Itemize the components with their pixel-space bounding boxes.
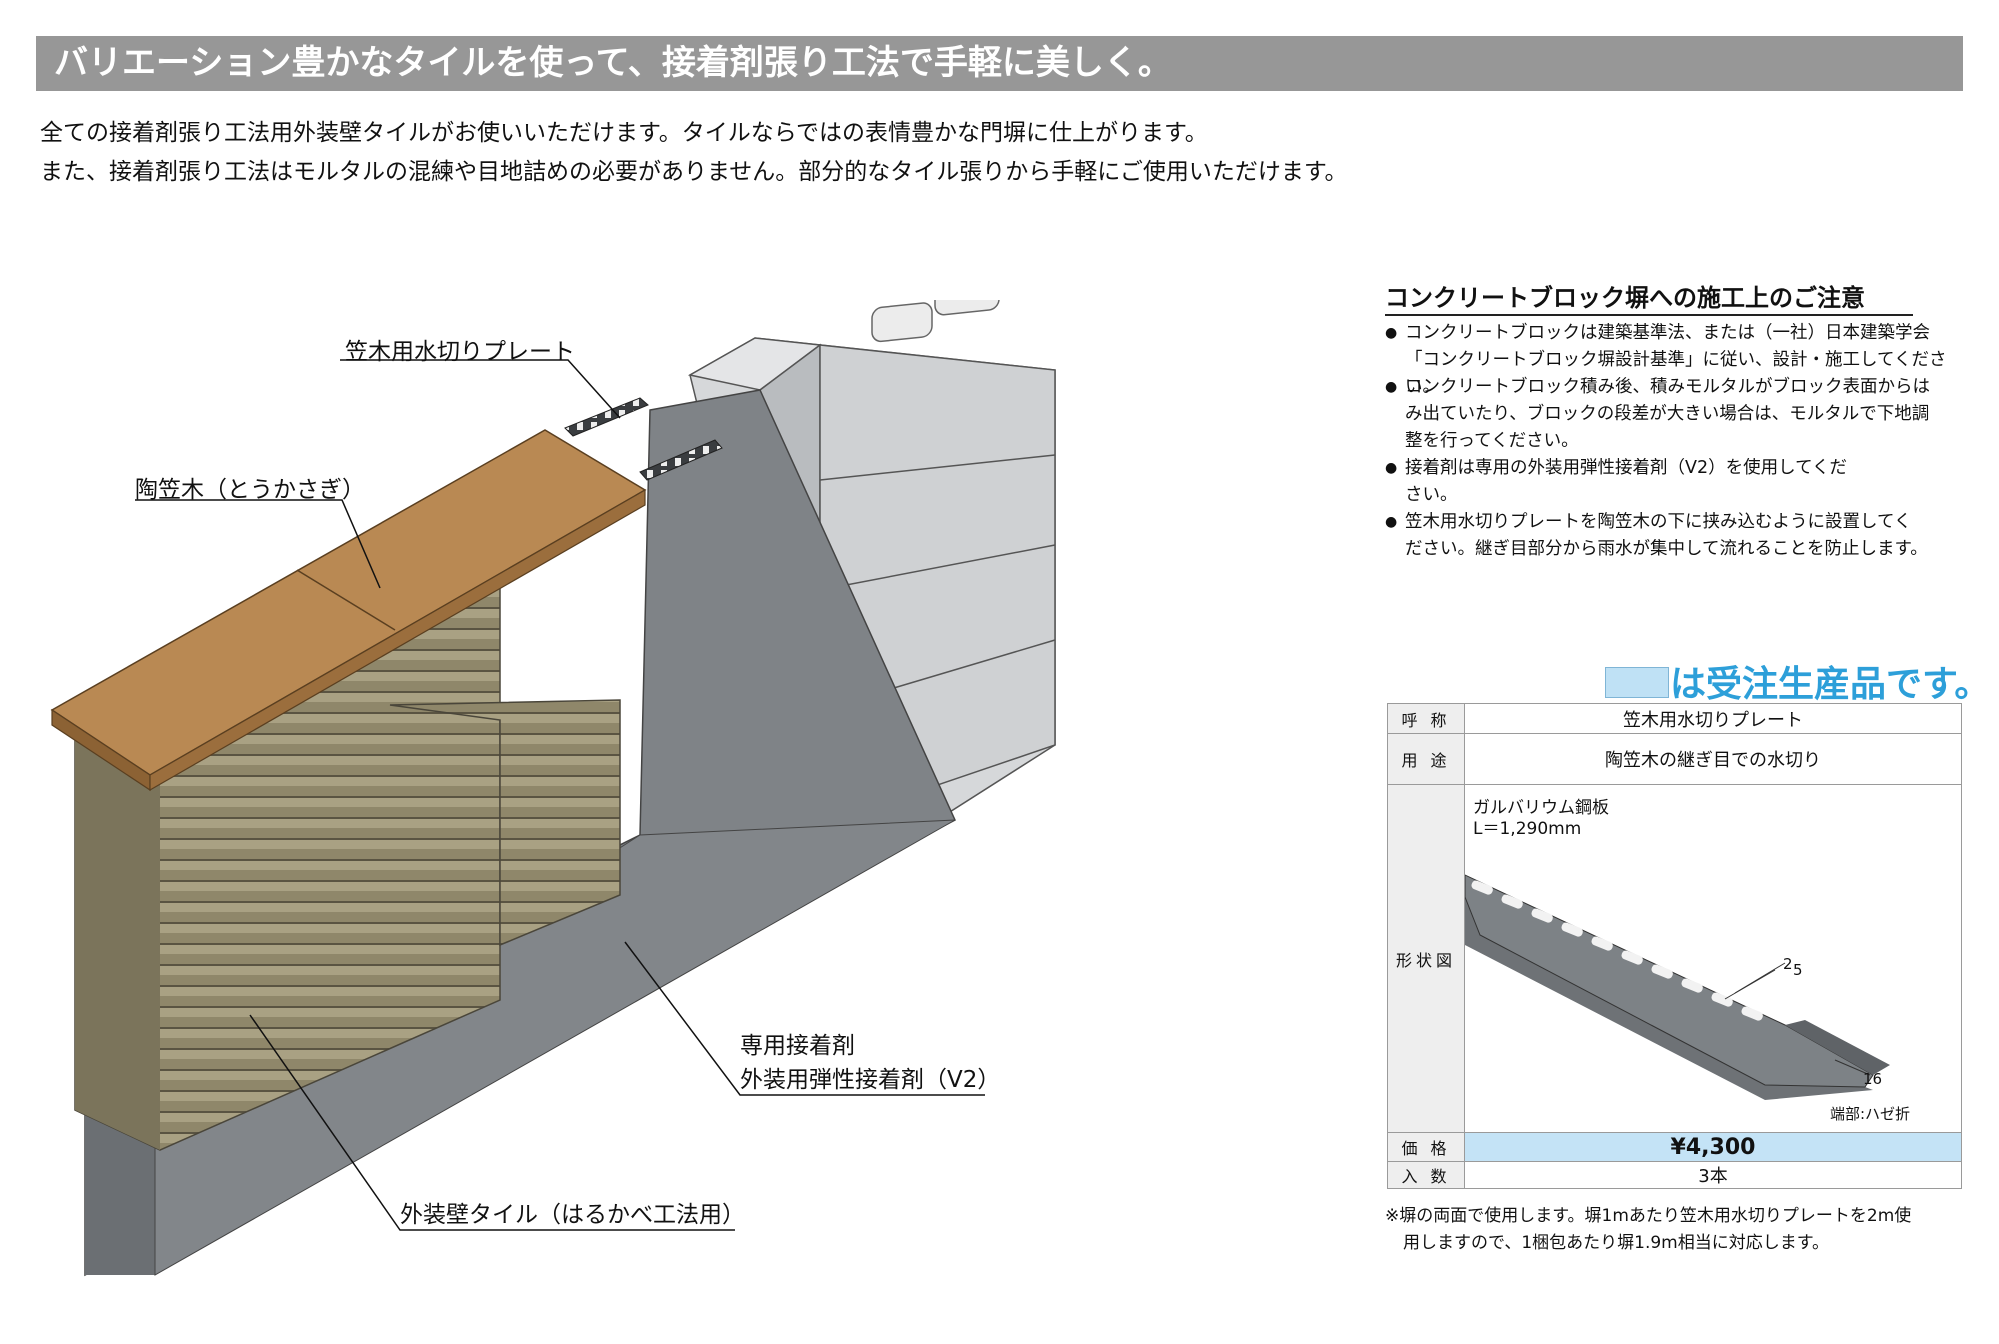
use-label: 用 途 (1387, 733, 1465, 785)
page-title: バリエーション豊かなタイルを使って、接着剤張り工法で手軽に美しく。 (54, 43, 1172, 83)
note-item: ● 接着剤は専用の外装用弾性接着剤（V2）を使用してくだ さい。 (1385, 455, 1965, 509)
header-bar: バリエーション豊かなタイルを使って、接着剤張り工法で手軽に美しく。 (36, 36, 1963, 91)
note-item: ● 笠木用水切りプレートを陶笠木の下に挟み込むように設置してく ださい。継ぎ目部… (1385, 509, 1965, 563)
table-row: 価 格 ¥4,300 (1387, 1132, 1962, 1162)
product-name: 笠木用水切りプレート (1464, 703, 1962, 734)
label-tile: 外装壁タイル（はるかべ工法用） (400, 1202, 745, 1228)
intro-line-2: また、接着剤張り工法はモルタルの混練や目地詰めの必要がありません。部分的なタイル… (40, 159, 1348, 185)
dimension-a: 2 (1783, 955, 1793, 973)
bullet-icon: ● (1385, 379, 1398, 395)
label-adhesive-1: 専用接着剤 (740, 1033, 855, 1059)
note-item: ● コンクリートブロックは建築基準法、または（一社）日本建築学会 「コンクリート… (1385, 320, 1965, 401)
product-use: 陶笠木の継ぎ目での水切り (1464, 733, 1962, 785)
note-item: ● コンクリートブロック積み後、積みモルタルがブロック表面からは み出ていたり、… (1385, 374, 1965, 455)
footnote-line-2: 用しますので、1梱包あたり塀1.9m相当に対応します。 (1403, 1233, 1830, 1253)
quantity-value: 3本 (1464, 1161, 1962, 1189)
table-row: 用 途 陶笠木の継ぎ目での水切り (1387, 733, 1962, 785)
wall-construction-illustration (50, 300, 1056, 1277)
drip-plate-illustration (564, 397, 723, 481)
shape-label: 形状図 (1387, 784, 1465, 1133)
price-label: 価 格 (1387, 1132, 1465, 1162)
label-drip-plate: 笠木用水切りプレート (345, 339, 575, 365)
made-to-order-swatch (1605, 667, 1669, 698)
spec-table: 呼 称 笠木用水切りプレート 用 途 陶笠木の継ぎ目での水切り 形状図 ガルバリ… (1387, 703, 1962, 1189)
name-label: 呼 称 (1387, 703, 1465, 734)
intro-line-1: 全ての接着剤張り工法用外装壁タイルがお使いいただけます。タイルならではの表情豊か… (40, 120, 1208, 146)
material-text: ガルバリウム鋼板 (1473, 798, 1609, 818)
footnote-line-1: ※塀の両面で使用します。塀1mあたり笠木用水切りプレートを2m使 (1385, 1206, 1912, 1226)
drip-plate-shape-drawing (1465, 874, 1890, 1100)
bullet-icon: ● (1385, 325, 1398, 341)
bullet-icon: ● (1385, 460, 1398, 476)
length-text: L＝1,290mm (1473, 819, 1582, 839)
table-row: 呼 称 笠木用水切りプレート (1387, 703, 1962, 734)
shape-drawing-cell: ガルバリウム鋼板 L＝1,290mm (1464, 784, 1962, 1133)
kasagi-coping (50, 429, 647, 792)
table-row: 形状図 ガルバリウム鋼板 L＝1,290mm (1387, 784, 1962, 1133)
dimension-b: 5 (1793, 961, 1803, 979)
quantity-label: 入 数 (1387, 1161, 1465, 1189)
label-kasagi: 陶笠木（とうかさぎ） (135, 477, 365, 503)
notes-divider (1385, 314, 1913, 316)
label-adhesive-2: 外装用弾性接着剤（V2） (740, 1067, 1001, 1093)
bullet-icon: ● (1385, 514, 1398, 530)
table-row: 入 数 3本 (1387, 1161, 1962, 1189)
notes-title: コンクリートブロック塀への施工上のご注意 (1385, 284, 1865, 312)
edge-note: 端部:ハゼ折 (1830, 1105, 1911, 1123)
dimension-c: 16 (1863, 1070, 1883, 1088)
price-value: ¥4,300 (1464, 1132, 1962, 1162)
made-to-order-text: は受注生産品です。 (1670, 664, 1991, 705)
